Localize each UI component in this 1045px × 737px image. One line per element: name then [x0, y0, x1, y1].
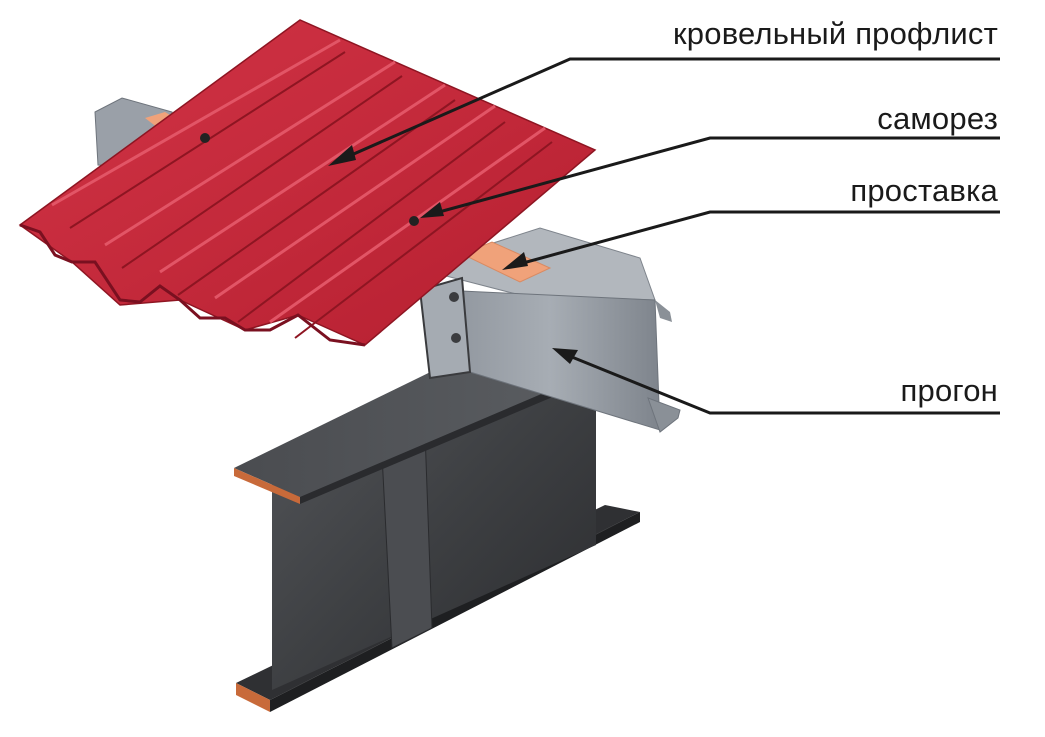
leader-line-roof-sheet: [339, 57, 1000, 162]
roof-rib: [269, 126, 546, 324]
leader-line-spacer: [511, 210, 1000, 268]
screw-head-icon: [409, 216, 419, 226]
roof-rib: [214, 104, 496, 300]
purlin-lip-bottom: [647, 397, 681, 433]
beam-top-flange-edge: [234, 468, 300, 504]
arrowhead-icon: [328, 145, 356, 166]
purlin-cleat: [418, 276, 472, 380]
label-spacer: проставка: [850, 173, 998, 208]
arrowhead-icon: [420, 202, 444, 218]
steel-i-beam: [234, 338, 640, 712]
purlin-lip-top: [655, 300, 672, 322]
label-roof-sheet: кровельный профлист: [673, 16, 998, 51]
bolt-icon: [449, 292, 459, 302]
roof-rib: [104, 60, 396, 247]
roof-front-edge: [19, 223, 366, 347]
roof-rib: [121, 75, 403, 269]
leader-arrowheads: [328, 145, 578, 364]
roof-rib: [177, 99, 456, 296]
roof-rib: [294, 141, 553, 339]
roof-rib: [51, 38, 341, 207]
arrowhead-icon: [552, 348, 578, 364]
beam-bottom-flange-edge: [236, 683, 270, 712]
beam-web: [272, 352, 596, 690]
leader-line-screw: [427, 136, 1000, 217]
roof-rib: [159, 83, 446, 274]
leader-lines: [339, 57, 1000, 415]
leader-line-purlin: [561, 351, 1000, 415]
label-purlin: прогон: [900, 373, 998, 408]
bolt-icon: [451, 333, 461, 343]
screw-head-icon: [200, 133, 210, 143]
roof-rib: [237, 121, 506, 323]
arrowhead-icon: [502, 252, 528, 270]
label-screw: саморез: [877, 101, 998, 136]
corrugated-roof-sheet: [18, 19, 597, 347]
